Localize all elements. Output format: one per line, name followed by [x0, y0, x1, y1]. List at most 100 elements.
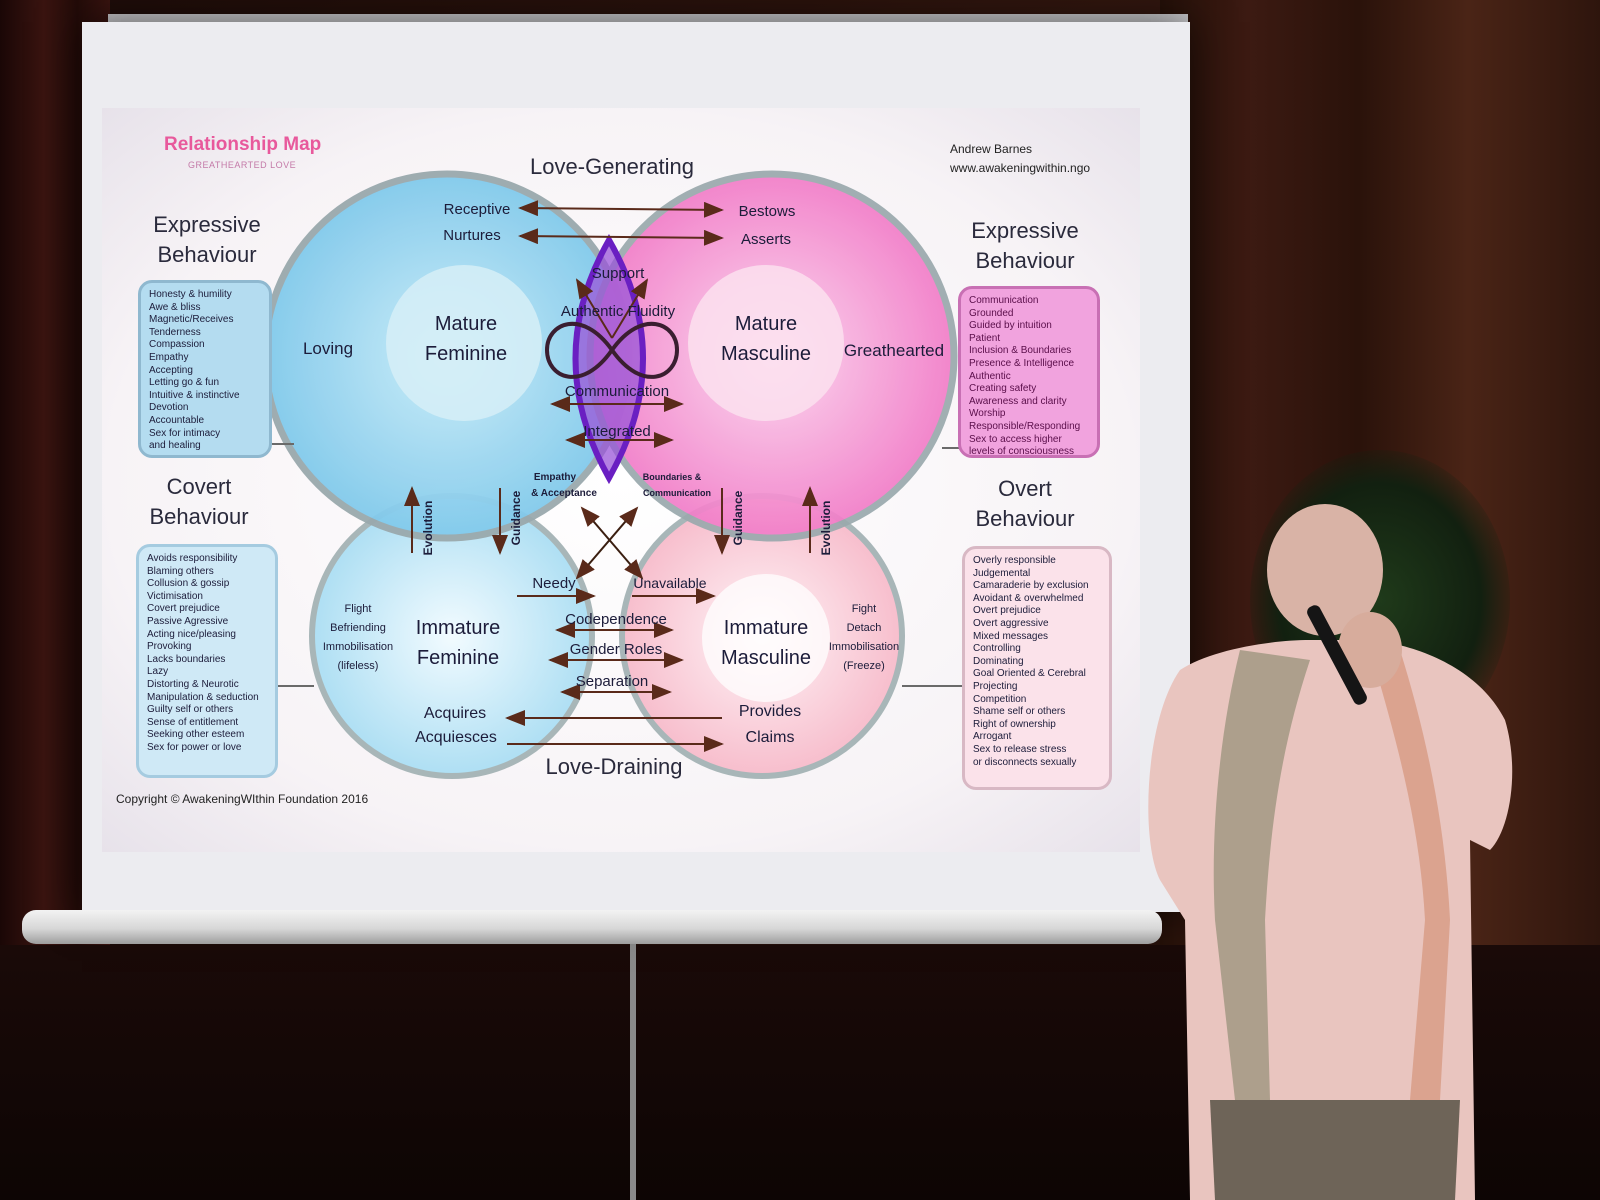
screen-stand	[630, 940, 636, 1200]
right-bottom-heading: Overt Behaviour	[960, 474, 1090, 534]
list-item: Manipulation & seduction	[147, 691, 259, 703]
list-item: Presence & Intelligence	[969, 357, 1075, 369]
list-item: Overt aggressive	[973, 617, 1049, 629]
mature-masculine-label-1: Mature	[735, 313, 797, 335]
list-item: Patient	[969, 332, 1001, 344]
right-top-heading-line1: Expressive	[971, 218, 1079, 243]
arrow-support-up-right	[611, 278, 649, 339]
list-item: Lazy	[147, 666, 169, 678]
list-item: Avoids responsibility	[147, 553, 238, 564]
screen-roller	[22, 910, 1162, 944]
presenter	[1148, 504, 1513, 1200]
list-item: Seeking other esteem	[147, 729, 245, 741]
list-item: Sex for power or love	[147, 741, 242, 753]
boundaries-label-1: Boundaries &	[643, 472, 702, 482]
right-bottom-heading-line1: Overt	[998, 476, 1052, 501]
integrated-label: Integrated	[583, 423, 651, 440]
list-item: Sex to release stress	[973, 743, 1067, 755]
immature-masculine-label-1: Immature	[724, 617, 808, 639]
list-item: Distorting & Neurotic	[147, 678, 239, 690]
list-item: Sex to access higher	[969, 433, 1062, 445]
arrow-diagonal-2	[580, 506, 644, 580]
unavailable-label: Unavailable	[633, 575, 706, 591]
evolution-right-label: Evolution	[819, 501, 833, 556]
microphone	[1307, 605, 1367, 705]
list-item: Competition	[973, 693, 1027, 705]
boundaries-label-2: Communication	[643, 488, 711, 498]
mature-feminine-core	[386, 265, 542, 421]
list-item: Projecting	[973, 680, 1018, 692]
lifeless-label: (lifeless)	[338, 660, 379, 672]
detach-label: Detach	[847, 622, 882, 634]
mature-masculine-core	[688, 265, 844, 421]
bestows-label: Bestows	[739, 203, 796, 220]
right-bottom-heading-line2: Behaviour	[975, 506, 1075, 531]
flight-label: Flight	[345, 603, 372, 615]
left-bottom-heading-line1: Covert	[166, 474, 232, 499]
list-item: Communication	[969, 295, 1039, 306]
list-item: Honesty & humility	[149, 289, 232, 300]
right-top-heading: Expressive Behaviour	[960, 216, 1090, 276]
arrow-nurtures-asserts	[518, 228, 724, 246]
left-top-list: Honesty & humility Awe & bliss Magnetic/…	[138, 280, 272, 458]
list-item: Devotion	[149, 402, 189, 414]
guidance-right-label: Guidance	[731, 490, 745, 545]
list-item: Right of ownership	[973, 718, 1056, 730]
projected-slide: Relationship Map GREATHEARTED LOVE Andre…	[102, 108, 1140, 852]
right-bottom-list: Overly responsible Judgemental Camarader…	[962, 546, 1112, 790]
copyright-text: Copyright © AwakeningWIthin Foundation 2…	[116, 792, 368, 806]
list-item: Accountable	[149, 414, 205, 426]
needy-label: Needy	[532, 575, 576, 592]
list-item: Acting nice/pleasing	[147, 628, 236, 640]
list-item: Mixed messages	[973, 630, 1049, 642]
immobilisation-left-label: Immobilisation	[323, 641, 393, 653]
support-label: Support	[592, 265, 645, 282]
empathy-label-2: & Acceptance	[531, 488, 597, 499]
list-item: Creating safety	[969, 383, 1037, 395]
list-item: Controlling	[973, 643, 1021, 655]
list-item: Intuitive & instinctive	[149, 389, 240, 401]
authentic-fluidity-label: Authentic Fluidity	[561, 303, 676, 320]
list-item: Overly responsible	[973, 555, 1056, 566]
list-item: Dominating	[973, 655, 1024, 667]
list-item: Camaraderie by exclusion	[973, 580, 1089, 592]
author-website: www.awakeningwithin.ngo	[949, 161, 1090, 175]
list-item: Tenderness	[149, 326, 201, 338]
befriending-label: Befriending	[330, 622, 386, 634]
list-item: Blaming others	[147, 565, 214, 577]
list-item: Victimisation	[147, 590, 203, 602]
provides-label: Provides	[739, 703, 801, 720]
list-item: Sex for intimacy	[149, 427, 221, 439]
label-love-draining: Love-Draining	[546, 754, 683, 779]
arrow-diagonal-1	[575, 506, 639, 580]
mature-feminine-label-1: Mature	[435, 313, 497, 335]
arrow-support-up	[575, 278, 613, 339]
separation-label: Separation	[576, 673, 649, 690]
left-bottom-list: Avoids responsibility Blaming others Col…	[136, 544, 278, 778]
list-item: or disconnects sexually	[973, 756, 1077, 768]
fight-label: Fight	[852, 603, 876, 615]
receptive-label: Receptive	[444, 201, 511, 218]
freeze-label: (Freeze)	[843, 660, 885, 672]
list-item: Awareness and clarity	[969, 395, 1067, 407]
author-name: Andrew Barnes	[950, 142, 1032, 156]
slide-subtitle: GREATHEARTED LOVE	[188, 160, 296, 170]
communication-label: Communication	[565, 383, 669, 400]
list-item: Collusion & gossip	[147, 578, 230, 590]
list-item: Lacks boundaries	[147, 653, 226, 665]
acquires-label: Acquires	[424, 705, 486, 722]
loving-label: Loving	[303, 339, 353, 358]
list-item: Goal Oriented & Cerebral	[973, 668, 1086, 680]
mature-feminine-label-2: Feminine	[425, 343, 507, 365]
list-item: Shame self or others	[973, 706, 1066, 718]
list-item: and healing	[149, 440, 201, 452]
list-item: Grounded	[969, 307, 1014, 319]
immature-masculine-label-2: Masculine	[721, 647, 811, 669]
label-love-generating: Love-Generating	[530, 154, 694, 179]
presenter-legs	[1210, 1100, 1460, 1200]
nurtures-label: Nurtures	[443, 227, 501, 244]
infinity-symbol	[544, 321, 680, 379]
list-item: Empathy	[149, 351, 189, 363]
right-top-list: Communication Grounded Guided by intuiti…	[958, 286, 1100, 458]
list-item: Authentic	[969, 370, 1011, 382]
